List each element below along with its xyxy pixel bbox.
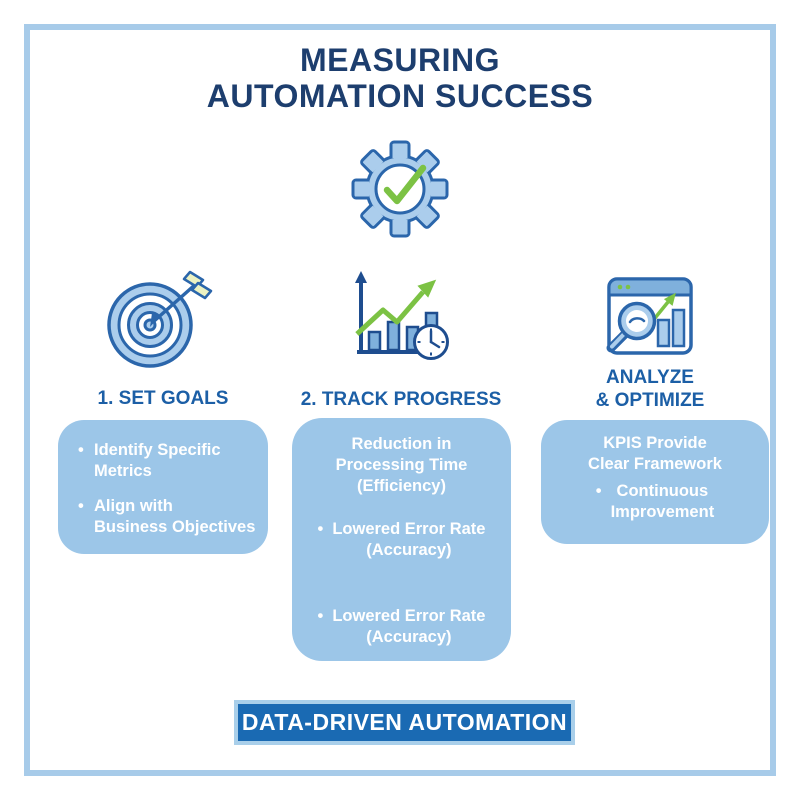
list-item-text: Continuous Improvement	[610, 482, 715, 522]
list-item-text: KPIS Provide Clear Framework	[588, 434, 722, 474]
list-item-text: Lowered Error Rate (Accuracy)	[332, 520, 486, 560]
card-analyze-optimize: KPIS Provide Clear Framework • Continuou…	[541, 420, 769, 544]
list-item-text: Lowered Error Rate (Accuracy)	[332, 606, 486, 646]
bullet-marker: •	[78, 441, 84, 459]
dart-fletching	[190, 281, 213, 300]
bullet-marker: •	[317, 520, 324, 539]
analysis-magnifier-icon	[606, 277, 693, 355]
bar	[386, 320, 401, 352]
section-header-set-goals: 1. SET GOALS	[97, 388, 229, 409]
bar	[671, 308, 686, 348]
list-item: • Lowered Error Rate (Accuracy)	[300, 519, 503, 561]
growth-arrow	[355, 290, 425, 336]
section-header-analyze-optimize: ANALYZE & OPTIMIZE	[595, 367, 705, 411]
footer-banner: DATA-DRIVEN AUTOMATION	[234, 700, 575, 745]
axis-arrowhead	[355, 271, 367, 283]
dart-tip	[150, 313, 160, 327]
gear-teeth-fill	[355, 144, 445, 234]
outer-frame	[24, 24, 776, 776]
list-item-text: Align with Business Objectives	[94, 497, 256, 537]
bullet-marker: •	[317, 606, 324, 625]
target-arrow-icon	[107, 270, 213, 368]
gear-check-icon	[351, 140, 449, 238]
magnifier-icon	[606, 301, 657, 353]
browser-titlebar	[607, 277, 693, 297]
growth-arrow	[653, 300, 670, 320]
card-set-goals: • Identify Specific Metrics • Align with…	[58, 420, 268, 554]
list-item: • Lowered Error Rate (Accuracy)	[300, 606, 503, 648]
checkmark-icon	[383, 164, 427, 205]
titlebar-dot	[625, 284, 631, 290]
section-header-track-progress: 2. TRACK PROGRESS	[300, 389, 502, 410]
list-item: • Align with Business Objectives	[78, 496, 258, 538]
bar	[367, 330, 382, 352]
dart-shaft	[151, 281, 199, 324]
bullet-marker: •	[595, 482, 602, 501]
clock-icon	[413, 324, 449, 360]
list-item-text: Identify Specific Metrics	[94, 441, 221, 481]
card-track-progress: Reduction in Processing Time (Efficiency…	[292, 418, 511, 661]
list-item: • Identify Specific Metrics	[78, 440, 258, 482]
growth-arrowhead	[417, 279, 437, 298]
titlebar-dot	[617, 284, 623, 290]
growth-arrowhead	[663, 292, 676, 306]
footer-banner-label: DATA-DRIVEN AUTOMATION	[241, 709, 568, 735]
bullet-marker: •	[78, 497, 84, 516]
growth-chart-clock-icon	[355, 271, 449, 360]
list-item: • Continuous Improvement	[549, 481, 761, 523]
page-title: MEASURING AUTOMATION SUCCESS	[206, 42, 594, 115]
bar	[656, 318, 671, 348]
list-item-text: Reduction in Processing Time (Efficiency…	[335, 435, 468, 496]
